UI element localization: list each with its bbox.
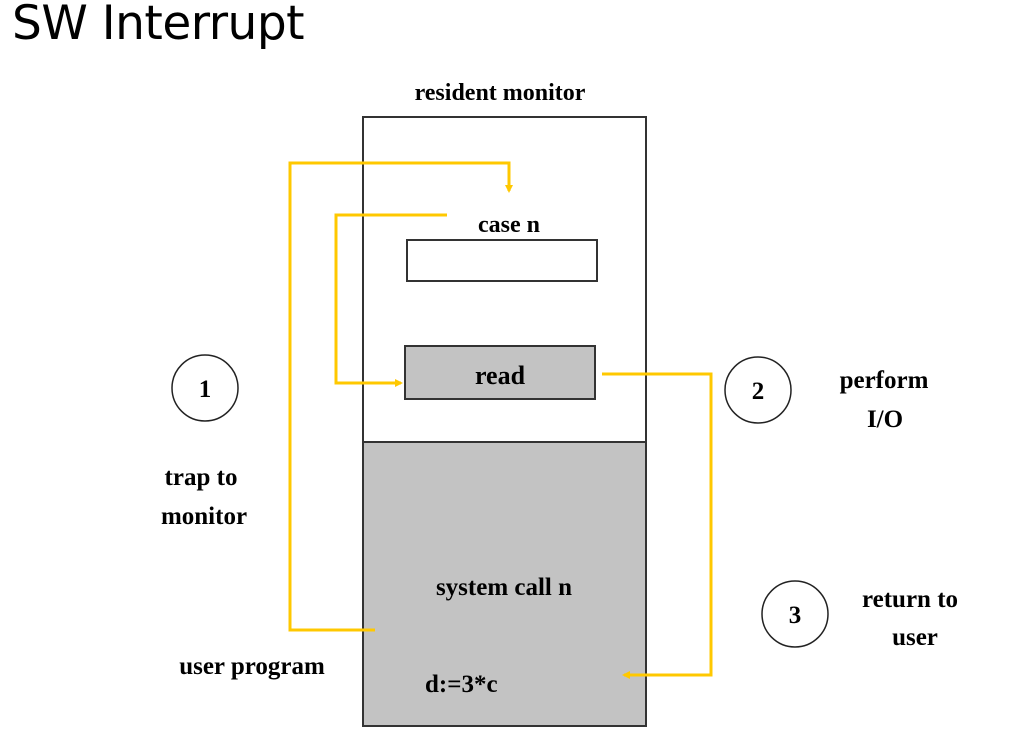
step-2-number: 2: [752, 378, 765, 405]
step-3-text-line1: return to: [862, 586, 958, 613]
user-program-region: [362, 441, 647, 727]
step-3-text-line2: user: [892, 624, 938, 651]
slide-title: SW Interrupt: [12, 0, 305, 51]
step-3-circle: [761, 580, 829, 648]
code-label: d:=3*c: [425, 671, 498, 698]
dispatch-arrow: [334, 213, 447, 387]
user-program-label: user program: [179, 653, 325, 680]
step-2-circle: [724, 356, 792, 424]
read-label: read: [475, 361, 526, 390]
read-routine-box: [404, 345, 596, 400]
resident-monitor-label: resident monitor: [415, 80, 586, 106]
trap-arrow: [288, 161, 513, 632]
case-n-label: case n: [478, 212, 540, 238]
step-1-number: 1: [199, 376, 212, 403]
step-2-text-line2: I/O: [867, 406, 903, 433]
step-1-text-line2: monitor: [161, 503, 247, 530]
step-1-circle: [171, 354, 239, 422]
step-3-number: 3: [789, 602, 802, 629]
system-call-label: system call n: [436, 574, 572, 601]
case-table-box: [406, 239, 598, 282]
step-2-text-line1: perform: [840, 367, 929, 394]
return-arrow: [602, 372, 713, 679]
step-1-text-line1: trap to: [165, 464, 238, 491]
